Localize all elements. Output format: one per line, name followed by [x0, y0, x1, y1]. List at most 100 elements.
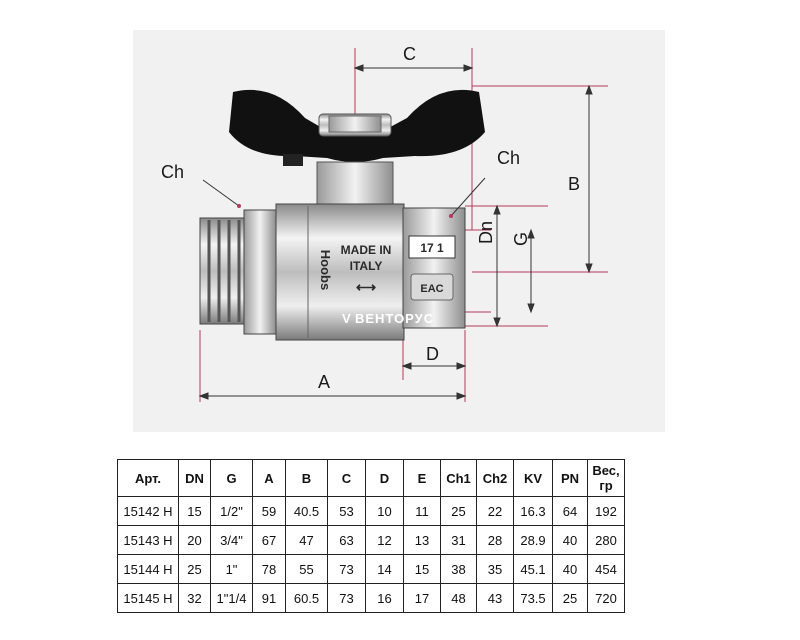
dimension-arrows — [198, 64, 593, 400]
cell: 67 — [252, 525, 286, 555]
ch-right-label: Ch — [497, 148, 520, 168]
code-plate — [408, 235, 456, 259]
arrow-icon: ⟷ — [356, 279, 376, 295]
table-row: 15143 H 20 3/4" 67 47 63 12 13 31 28 28.… — [117, 525, 625, 555]
cell: 25 — [552, 583, 588, 613]
cell: 10 — [365, 496, 404, 526]
cell: 55 — [285, 554, 328, 584]
ch-left-point — [237, 204, 241, 208]
cell: 17 — [403, 583, 441, 613]
cell: 53 — [327, 496, 366, 526]
header-c: C — [327, 459, 366, 497]
cell: 1/2" — [210, 496, 253, 526]
cell: 25 — [440, 496, 477, 526]
cell: 13 — [403, 525, 441, 555]
cell: 64 — [552, 496, 588, 526]
cell: 73 — [327, 554, 366, 584]
male-thread-end — [199, 217, 245, 325]
header-kv: KV — [513, 459, 553, 497]
dimension-dn-label: Dn — [476, 221, 496, 244]
header-weight: Вес, гр — [587, 459, 625, 497]
cell: 40 — [552, 554, 588, 584]
table-row: 15145 H 32 1"1/4 91 60.5 73 16 17 48 43 … — [117, 583, 625, 613]
dimension-b-label: B — [568, 174, 580, 194]
valve-body — [275, 203, 405, 341]
cell: 73 — [327, 583, 366, 613]
header-pn: PN — [552, 459, 588, 497]
cell: 31 — [440, 525, 477, 555]
dimension-d-label: D — [426, 344, 439, 364]
cell: 45.1 — [513, 554, 553, 584]
cell: 280 — [587, 525, 625, 555]
ch-right-point — [449, 214, 453, 218]
cell: 43 — [476, 583, 514, 613]
cell: 60.5 — [285, 583, 328, 613]
cell: 25 — [178, 554, 211, 584]
cell: 32 — [178, 583, 211, 613]
cell: 15 — [178, 496, 211, 526]
ch-leaders — [202, 177, 486, 217]
dimension-a-label: A — [318, 372, 330, 392]
cell: 91 — [252, 583, 286, 613]
header-g: G — [210, 459, 253, 497]
cell: 1"1/4 — [210, 583, 253, 613]
cell: 11 — [403, 496, 441, 526]
code-text: 17 1 — [420, 241, 444, 255]
ch-left-label: Ch — [161, 162, 184, 182]
cell: 15 — [403, 554, 441, 584]
cell: 59 — [252, 496, 286, 526]
country-text: ITALY — [350, 259, 383, 273]
cell: 192 — [587, 496, 625, 526]
cell: 40.5 — [285, 496, 328, 526]
cell: 28.9 — [513, 525, 553, 555]
cell: 20 — [178, 525, 211, 555]
cell: 16.3 — [513, 496, 553, 526]
header-b: B — [285, 459, 328, 497]
cell: 720 — [587, 583, 625, 613]
table-header-row: Арт. DN G A B C D E Ch1 Ch2 KV PN Вес, г… — [117, 459, 625, 497]
valve-drawing: MADE IN ITALY ⟷ Hoobs 17 1 EAC V ВЕНТОРУ… — [161, 44, 608, 402]
cell: 1" — [210, 554, 253, 584]
specifications-table: Арт. DN G A B C D E Ch1 Ch2 KV PN Вес, г… — [117, 459, 625, 613]
cell: 15145 H — [117, 583, 179, 613]
header-d: D — [365, 459, 404, 497]
cell: 35 — [476, 554, 514, 584]
cell: 16 — [365, 583, 404, 613]
header-a: A — [252, 459, 286, 497]
header-ch1: Ch1 — [440, 459, 477, 497]
cell: 48 — [440, 583, 477, 613]
cell: 78 — [252, 554, 286, 584]
technical-drawing-area: MADE IN ITALY ⟷ Hoobs 17 1 EAC V ВЕНТОРУ… — [133, 30, 665, 432]
header-e: E — [403, 459, 441, 497]
watermark: V ВЕНТОРУС — [342, 311, 434, 326]
table-row: 15144 H 25 1" 78 55 73 14 15 38 35 45.1 … — [117, 554, 625, 584]
cell: 40 — [552, 525, 588, 555]
cell: 15143 H — [117, 525, 179, 555]
cell: 22 — [476, 496, 514, 526]
cell: 38 — [440, 554, 477, 584]
cell: 15144 H — [117, 554, 179, 584]
cell: 15142 H — [117, 496, 179, 526]
female-thread-end — [402, 207, 466, 329]
watermark-text: ВЕНТОРУС — [355, 311, 434, 326]
watermark-v-icon: V — [342, 311, 352, 326]
brand-text: Hoobs — [318, 250, 333, 290]
cell: 73.5 — [513, 583, 553, 613]
dimension-g-label: G — [511, 232, 531, 246]
hex-nut — [243, 209, 277, 335]
cell: 63 — [327, 525, 366, 555]
dimension-c-label: C — [403, 44, 416, 64]
cell: 14 — [365, 554, 404, 584]
table-row: 15142 H 15 1/2" 59 40.5 53 10 11 25 22 1… — [117, 496, 625, 526]
cell: 3/4" — [210, 525, 253, 555]
cert-text: EAC — [420, 283, 443, 295]
header-art: Арт. — [117, 459, 179, 497]
butterfly-handle — [229, 89, 485, 166]
cell: 454 — [587, 554, 625, 584]
cell: 47 — [285, 525, 328, 555]
header-dn: DN — [178, 459, 211, 497]
made-in-text: MADE IN — [341, 243, 392, 257]
valve-stem — [316, 161, 394, 211]
header-ch2: Ch2 — [476, 459, 514, 497]
cert-plate — [410, 273, 454, 301]
